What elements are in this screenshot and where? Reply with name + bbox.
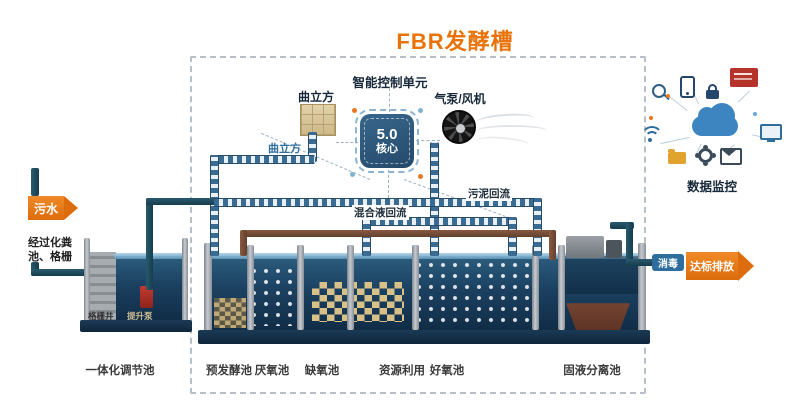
qulifang-feed-pipe-drop1: [308, 132, 317, 162]
wifi-icon: [648, 138, 652, 142]
tank1-right-wall: [182, 238, 188, 324]
inlet-pipe-top: [31, 168, 39, 196]
inlet-note-line2: 池、格栅: [28, 251, 72, 263]
clarifier-hopper: [566, 303, 630, 332]
system-boundary: [190, 56, 646, 394]
sludge-pipe-brown-drop: [240, 230, 247, 256]
main-tank-water-surface: [210, 253, 640, 259]
grid-well-label: 格栅井: [88, 311, 114, 321]
wifi-icon: [641, 126, 663, 148]
compartment-label: 好氧池: [429, 365, 465, 377]
sewage-arrow-label: 污水: [33, 201, 58, 216]
monitor-icon: [760, 124, 782, 142]
core-signal-down: [388, 170, 389, 198]
core-dot: [418, 174, 423, 179]
discharge-arrow: 达标排放: [686, 252, 738, 280]
fan-icon: [442, 110, 476, 144]
tank1-left-wall: [84, 238, 90, 324]
lock-icon: [706, 84, 719, 99]
grid-well: [90, 252, 116, 322]
mixed-liquor-pipe: [362, 217, 515, 226]
cluster-dot: [753, 112, 757, 116]
sewage-arrow: 污水: [28, 196, 64, 220]
monitoring-label: 数据监控: [686, 180, 737, 194]
core-dot: [418, 108, 423, 113]
discharge-label: 达标排放: [690, 261, 734, 273]
folder-icon: [668, 149, 686, 164]
discharge-arrow-tip: [738, 251, 754, 281]
mixed-liquor-label: 混合液回流: [352, 205, 409, 220]
sludge-pipe-brown: [244, 230, 556, 237]
disinfect-label: 消毒: [658, 259, 678, 270]
core-unit: 5.0 核心: [355, 109, 419, 173]
compartment-label: 固液分离池: [563, 365, 621, 377]
divider-wall: [347, 245, 354, 330]
main-tank-left-wall: [204, 243, 212, 333]
divider-wall: [297, 245, 304, 330]
control-unit-label: 智能控制单元: [352, 76, 428, 90]
sludge-return-label: 污泥回流: [466, 186, 512, 201]
cloud-icon: [692, 103, 738, 136]
tank1-base: [80, 320, 192, 332]
core-name: 核心: [376, 143, 398, 155]
network-line: [737, 90, 751, 103]
compartment-label: 预发酵池: [206, 365, 252, 377]
red-screen-icon: [730, 68, 758, 87]
effluent-riser: [626, 222, 633, 266]
core-dot: [352, 108, 357, 113]
fan-hub: [454, 122, 466, 134]
fan-label: 气泵/风机: [434, 92, 486, 106]
divider-wall: [558, 245, 565, 330]
sludge-return-riser: [533, 198, 542, 256]
main-tank-right-wall: [638, 243, 646, 333]
lift-pipe-horizontal: [146, 198, 218, 205]
separation-water-shade: [560, 256, 638, 294]
core-to-fan-line: [416, 140, 440, 141]
anaerobic-bubbles: [251, 268, 295, 326]
mail-icon: [720, 148, 742, 165]
gear-icon: [698, 148, 713, 163]
disinfect-badge: 消毒: [652, 254, 684, 271]
inlet-pipe-horizontal: [31, 269, 93, 276]
qulifang-cubes-icon: [300, 104, 336, 136]
effluent-outlet: [626, 259, 658, 266]
cubes-to-core-line: [336, 142, 358, 143]
qulifang-feed-pipe-horizontal: [210, 155, 315, 164]
scraper-mechanism: [566, 236, 604, 258]
core-inner-border: [364, 118, 410, 164]
pre-fermentation-sediment: [214, 298, 246, 328]
main-tank-base: [198, 330, 650, 344]
tank1-label: 一体化调节池: [85, 365, 155, 377]
carrier-blocks: [312, 282, 404, 322]
wifi-icon: [645, 131, 659, 145]
divider-wall: [532, 245, 539, 330]
phone-icon: [680, 76, 695, 98]
compartment-label: 资源利用: [379, 365, 425, 377]
air-streak: [476, 125, 548, 137]
core-to-label-line: [389, 88, 390, 112]
qulifang-pipe-label: 曲立方: [268, 143, 301, 155]
diagram-title: FBR发酵槽: [396, 29, 514, 54]
inlet-note-line1: 经过化粪: [28, 237, 72, 249]
lift-pump: [140, 286, 153, 308]
cluster-dot: [666, 94, 670, 98]
core-version: 5.0: [376, 126, 398, 143]
aerobic-bubbles: [416, 262, 530, 328]
compartment-label: 厌氧池: [254, 365, 290, 377]
sludge-pipe-brown-riser: [549, 230, 556, 260]
scraper-drive: [606, 240, 622, 258]
lift-pipe-vertical: [146, 198, 153, 290]
effluent-elbow: [610, 222, 634, 229]
qulifang-label: 曲立方: [297, 90, 334, 104]
compartment-label: 缺氧池: [304, 365, 340, 377]
network-line: [660, 136, 690, 145]
magnifier-icon: [652, 84, 666, 98]
cluster-dot: [649, 116, 653, 120]
divider-wall: [247, 245, 254, 330]
core-dot: [350, 172, 355, 177]
sewage-arrow-tip: [64, 196, 78, 220]
lift-pump-label: 提升泵: [127, 311, 153, 321]
divider-wall: [412, 245, 419, 330]
